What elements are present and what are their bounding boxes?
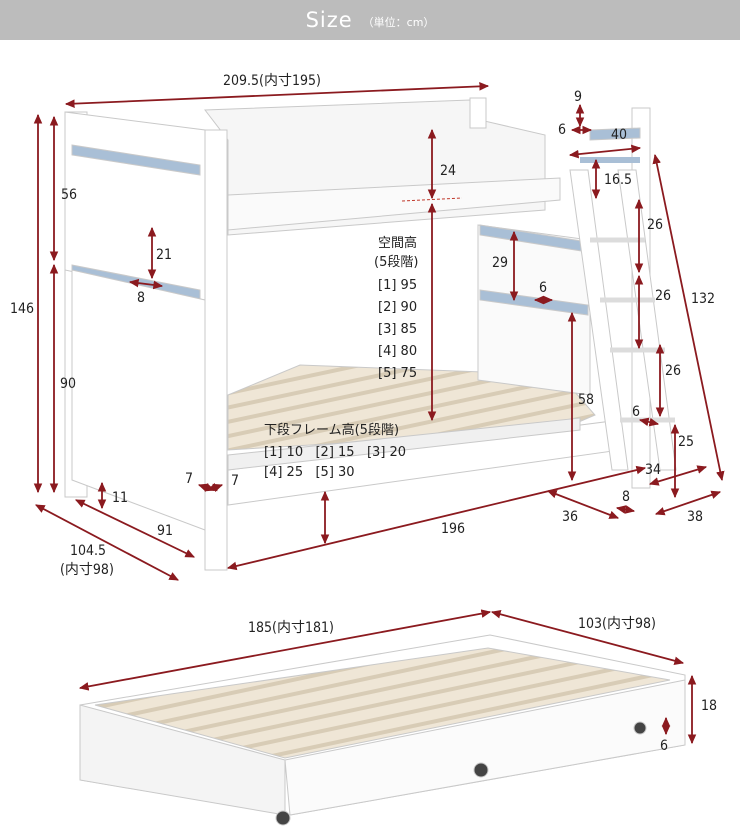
ladder-34-label: 34 xyxy=(645,462,662,478)
ladder-16-5-label: 16.5 xyxy=(604,172,633,188)
trundle-height-label: 18 xyxy=(701,698,718,714)
leg-bottom-label: 11 xyxy=(112,490,129,506)
header-bar: Size （単位：cm） xyxy=(0,0,740,40)
trundle-illustration xyxy=(79,634,686,826)
rail-gap-side-label: 21 xyxy=(156,247,173,263)
upper-guard-label: 56 xyxy=(61,187,78,203)
lower-frame-title: 下段フレーム高(5段階) xyxy=(264,423,400,438)
total-height-label: 146 xyxy=(10,301,35,317)
ladder-58-label: 58 xyxy=(578,392,595,408)
lower-side-height-label: 90 xyxy=(60,376,77,392)
ladder-132-label: 132 xyxy=(691,291,716,307)
clearance-level-1: [1] 95 xyxy=(378,278,418,293)
clearance-subtitle: (5段階) xyxy=(374,255,419,270)
leg-width-1-label: 7 xyxy=(185,471,194,487)
post-6-label: 6 xyxy=(558,122,567,138)
bunk-bed-diagram xyxy=(33,82,725,826)
lower-frame-row-2: [4] 25 [5] 30 xyxy=(264,465,355,480)
ladder-step3-label: 26 xyxy=(665,363,682,379)
trundle-length-label: 185(内寸181) xyxy=(248,620,334,636)
rail-6-label: 6 xyxy=(539,280,548,296)
rail-29-label: 29 xyxy=(492,255,509,271)
leg-width-2-label: 7 xyxy=(231,473,240,489)
total-length-label: 209.5(内寸195) xyxy=(223,73,321,89)
ladder-25-label: 25 xyxy=(678,434,695,450)
clearance-level-3: [3] 85 xyxy=(378,322,418,337)
width-outer-label: 104.5 xyxy=(70,543,107,559)
step-6-label: 6 xyxy=(632,404,641,420)
ladder-36-label: 36 xyxy=(562,509,579,525)
ladder-38-label: 38 xyxy=(687,509,704,525)
ladder-step1-label: 26 xyxy=(647,217,664,233)
clearance-level-5: [5] 75 xyxy=(378,366,418,381)
dimension-lines xyxy=(33,82,725,745)
page-title: Size xyxy=(305,8,353,32)
clearance-title: 空間高 xyxy=(378,236,418,251)
width-inner-label: (内寸98) xyxy=(60,562,114,578)
trundle-width-label: 103(内寸98) xyxy=(578,616,656,632)
ladder-8-label: 8 xyxy=(622,489,631,505)
ladder-step2-label: 26 xyxy=(655,288,672,304)
clearance-level-2: [2] 90 xyxy=(378,300,418,315)
bunk-bed-illustration xyxy=(64,97,677,571)
clearance-level-4: [4] 80 xyxy=(378,344,418,359)
clearance-reference-line xyxy=(401,197,463,202)
ladder-top-40-label: 40 xyxy=(611,127,628,143)
post-top-label: 9 xyxy=(574,89,583,105)
lower-frame-row-1: [1] 10 [2] 15 [3] 20 xyxy=(264,445,407,460)
rail-width-side-label: 8 xyxy=(137,290,146,306)
depth-91-label: 91 xyxy=(157,523,174,539)
guard-24-label: 24 xyxy=(440,163,457,179)
length-196-label: 196 xyxy=(441,521,466,537)
trundle-clearance-label: 6 xyxy=(660,738,669,754)
unit-note: （単位：cm） xyxy=(362,16,435,29)
